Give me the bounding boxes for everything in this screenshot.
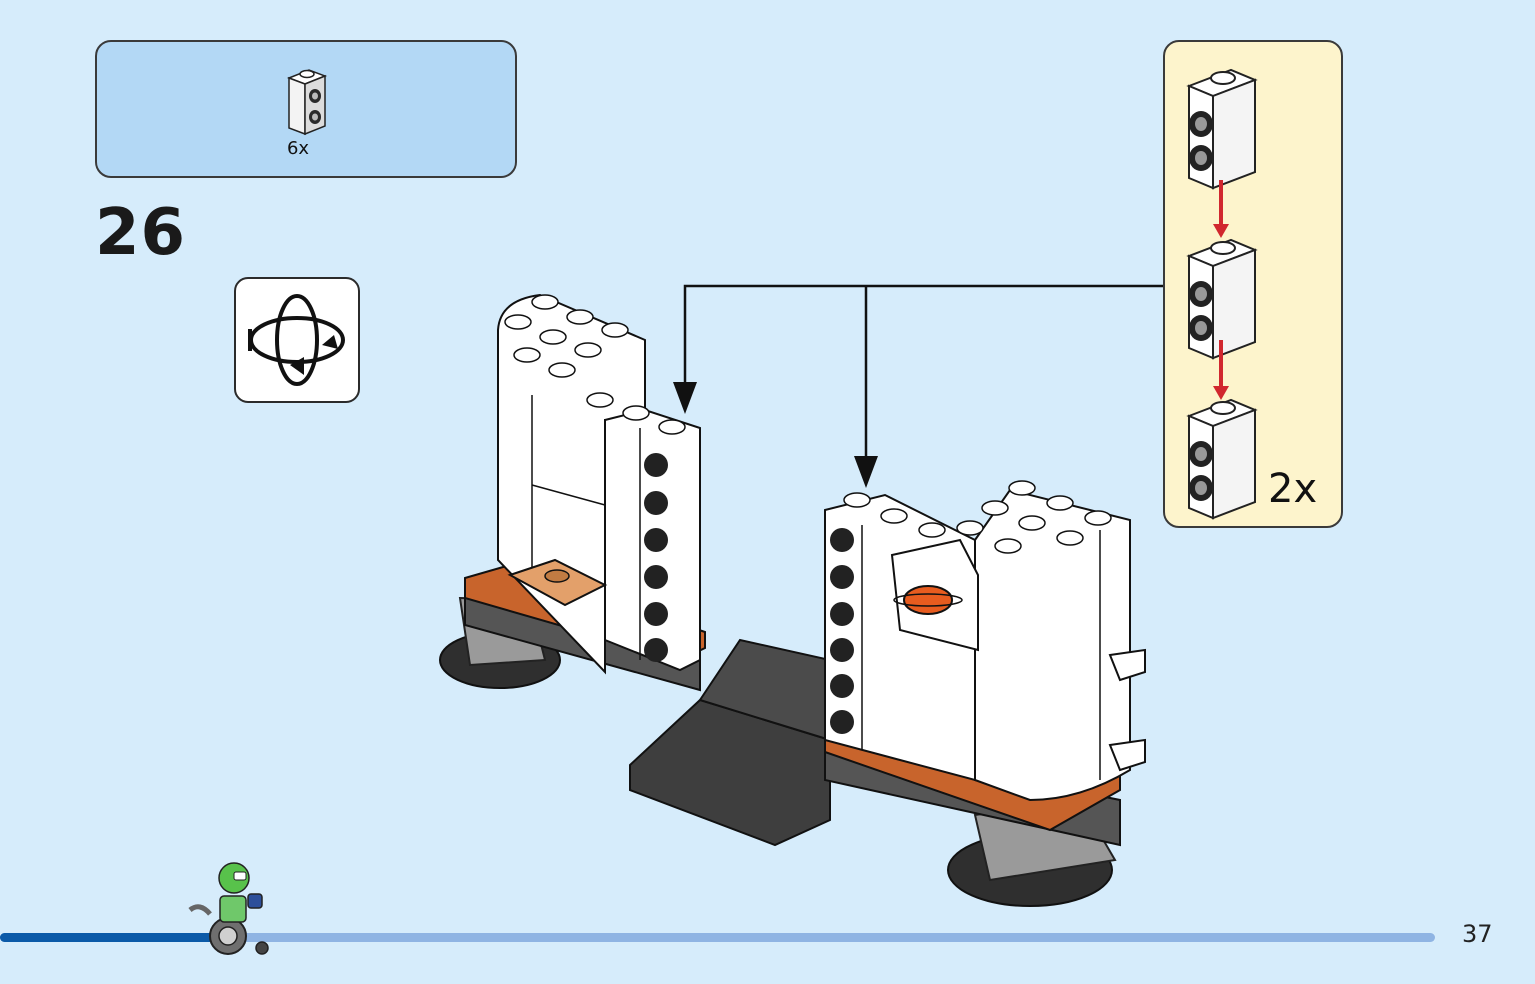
left-tower [497,293,701,675]
submodel-brick-1 [1186,68,1258,190]
progress-bar-track [0,933,1435,942]
arrow-head-right [854,456,878,488]
parts-list-callout: 6x [95,40,517,178]
progress-bar-fill [0,933,220,942]
right-tower [824,480,1146,802]
placement-arrows [683,284,1163,462]
rotate-model-icon [248,294,345,386]
arrow-head-left [673,382,697,414]
parts-quantity: 6x [286,138,310,159]
submodel-callout [1163,40,1343,528]
page-number: 37 [1462,920,1493,948]
submodel-quantity: 2x [1268,466,1318,512]
step-number: 26 [95,196,187,270]
submodel-brick-3 [1186,398,1258,520]
submodel-stack-icon [1186,68,1258,520]
rotate-model-callout [234,277,360,403]
minifigure-wheelchair-icon [188,862,269,955]
white-brick-side-studs-icon [286,69,328,136]
submodel-brick-2 [1186,238,1258,360]
